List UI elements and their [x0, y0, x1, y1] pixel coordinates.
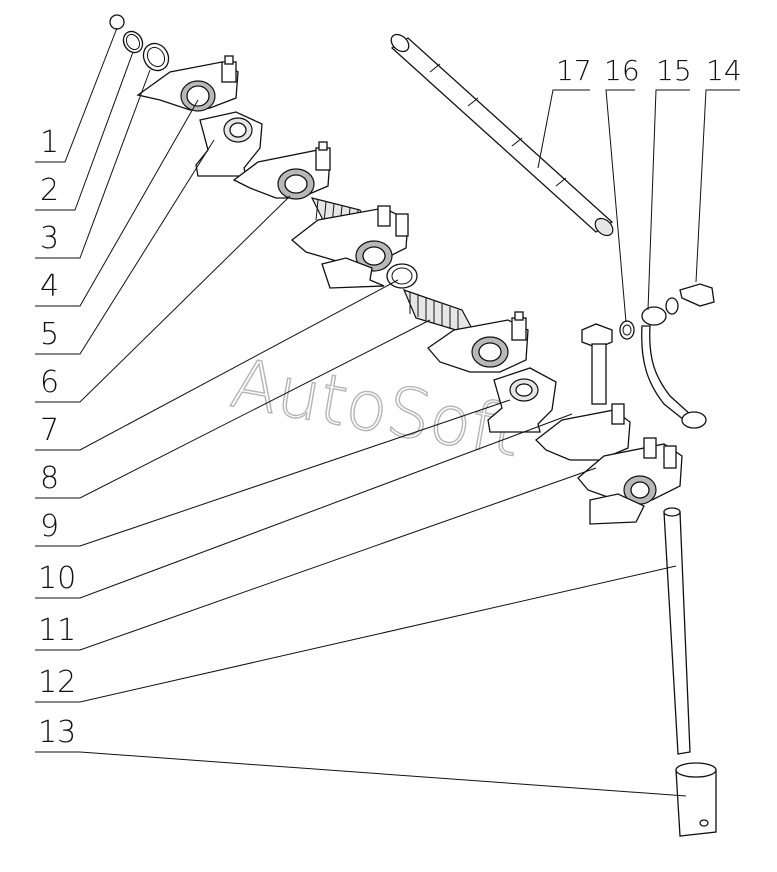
left-label-group: 1 2 3 4 5 6 7 8 9 10 11 12 13: [38, 125, 76, 750]
label-6: 6: [40, 365, 59, 400]
pipe-bolt: [665, 283, 715, 315]
rocker-support-1: [195, 111, 263, 177]
top-label-group: 17 16 15 14: [556, 54, 742, 87]
washer-16: [619, 320, 635, 340]
label-3: 3: [40, 221, 59, 256]
oil-pipe: [641, 306, 707, 429]
rocker-support-4: [589, 493, 645, 525]
label-13: 13: [38, 715, 76, 750]
leader-lines: [35, 27, 740, 797]
label-17: 17: [556, 54, 592, 87]
label-1: 1: [40, 125, 59, 160]
rocker-arm-4: [427, 311, 529, 373]
push-rod: [663, 507, 691, 755]
rocker-shaft: [390, 33, 614, 237]
rocker-support-3: [487, 367, 557, 433]
label-16: 16: [604, 54, 640, 87]
snap-ring-part: [122, 30, 144, 54]
rocker-arm-3: [290, 205, 409, 272]
label-2: 2: [40, 173, 59, 208]
label-14: 14: [706, 54, 742, 87]
label-11: 11: [38, 613, 76, 648]
rocker-arm-6: [577, 437, 683, 505]
label-7: 7: [40, 413, 59, 448]
long-bolt: [581, 323, 613, 405]
label-8: 8: [40, 461, 59, 496]
label-9: 9: [40, 509, 59, 544]
label-15: 15: [656, 54, 692, 87]
washer-part: [142, 42, 170, 72]
label-12: 12: [38, 665, 76, 700]
label-4: 4: [40, 269, 59, 304]
label-10: 10: [38, 561, 76, 596]
washer-6: [386, 263, 418, 289]
label-5: 5: [40, 317, 59, 352]
rocker-arm-top: [136, 55, 239, 112]
ball-part: [109, 14, 125, 30]
tappet: [675, 762, 717, 837]
spring-2: [402, 288, 478, 337]
rocker-arm-5: [535, 403, 631, 461]
rocker-arm-2: [232, 141, 331, 200]
rocker-support-2: [321, 257, 385, 289]
